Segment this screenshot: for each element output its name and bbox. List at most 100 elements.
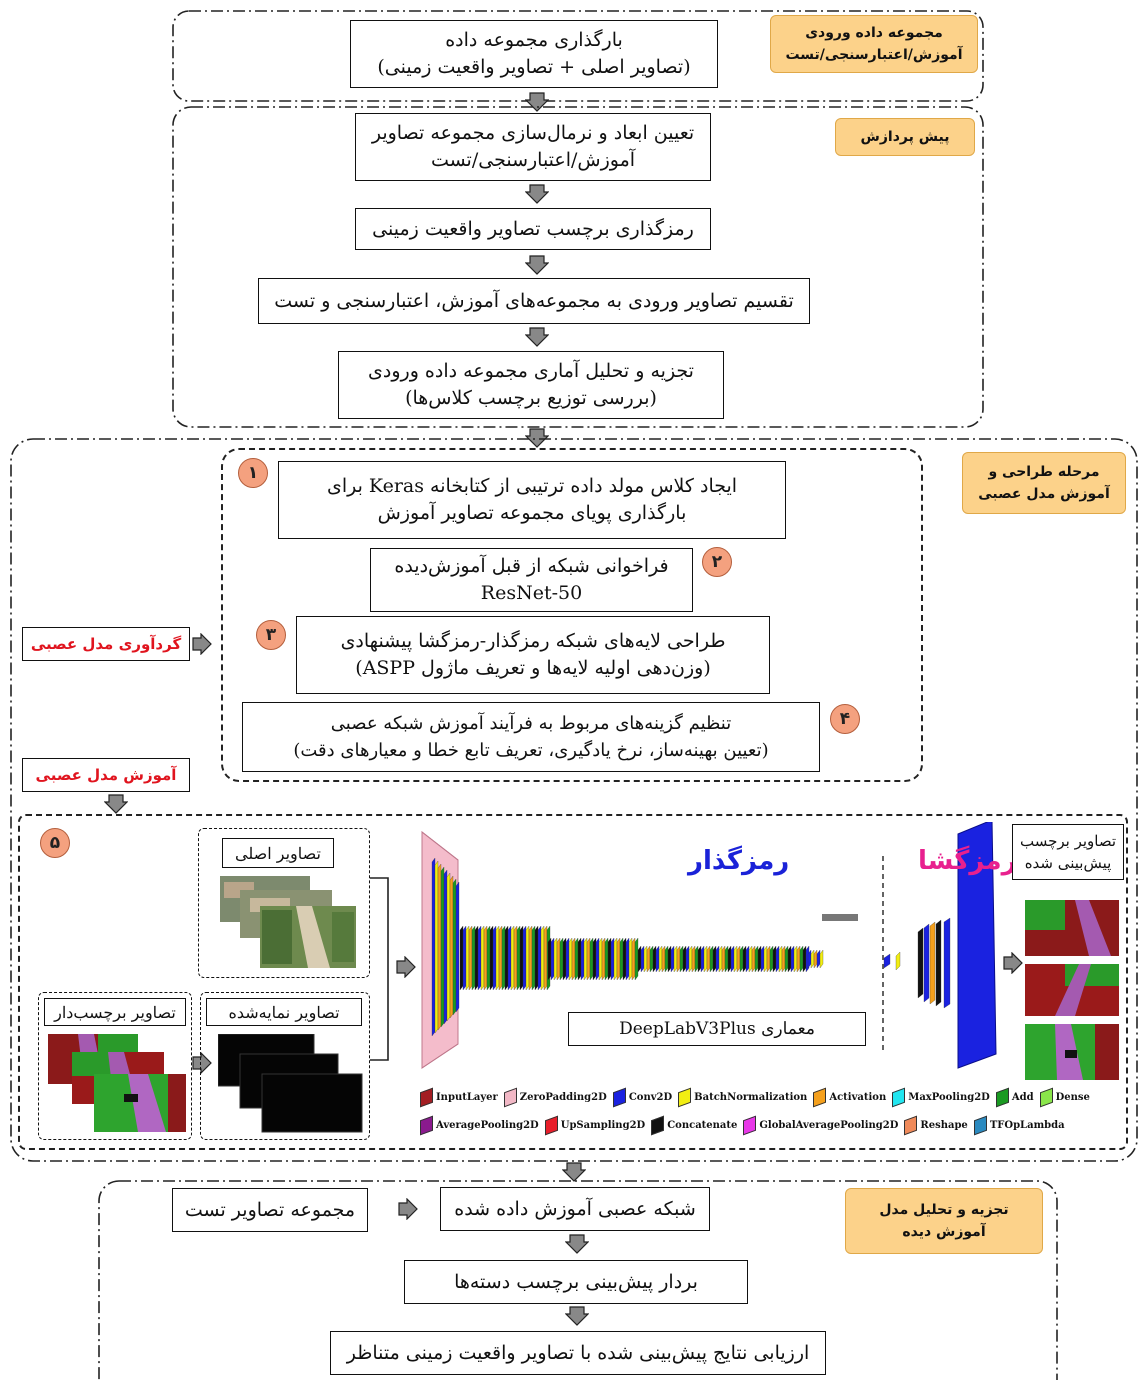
layer-slab	[459, 925, 464, 991]
layer-slab	[553, 937, 558, 981]
layer-slab	[757, 945, 762, 973]
flow-arrow-icon	[565, 1306, 589, 1326]
layer-slab	[712, 945, 717, 973]
layer-slab	[802, 945, 807, 973]
layer-slab	[784, 945, 789, 973]
layer-slab	[568, 937, 573, 981]
flow-arrow-icon	[525, 428, 549, 448]
predicted-mask-stack	[1025, 900, 1119, 1080]
layer-slab	[619, 937, 624, 981]
layer-slab	[923, 923, 930, 1003]
layer-slab	[664, 945, 669, 973]
layer-slab	[775, 945, 780, 973]
indexed-images-label: تصاویر نمایه‌شده	[206, 998, 362, 1026]
layer-slab	[739, 945, 744, 973]
layer-slab	[528, 925, 533, 991]
flow-arrow-icon	[525, 92, 549, 112]
layer-slab	[685, 945, 690, 973]
layer-slab	[658, 945, 663, 973]
layer-slab	[507, 925, 512, 991]
layer-slab	[440, 866, 445, 1028]
layer-slab	[547, 937, 552, 981]
step-5-badge: ۵	[40, 828, 70, 858]
layer-slab	[673, 945, 678, 973]
flow-arrow-icon	[525, 184, 549, 204]
layer-slab	[640, 945, 645, 973]
layer-slab	[796, 945, 801, 973]
layer-slab	[649, 945, 654, 973]
layer-slab	[595, 937, 600, 981]
layer-slab	[748, 945, 753, 973]
decoder-label: رمزگشا	[918, 846, 1017, 876]
layer-slab	[449, 875, 454, 1019]
layer-slab	[745, 945, 750, 973]
layer-slab	[559, 937, 564, 981]
layer-slab	[510, 925, 515, 991]
layer-slab	[799, 945, 804, 973]
layer-slab	[622, 937, 627, 981]
flow-arrow-icon	[525, 327, 549, 347]
deeplab-network-diagram	[421, 822, 997, 1069]
preprocess-step-4: تجزیه و تحلیل آماری مجموعه داده ورودی(بر…	[338, 351, 724, 419]
layer-slab	[610, 937, 615, 981]
layer-slab	[661, 945, 666, 973]
original-images-panel	[198, 828, 370, 978]
layer-slab	[601, 937, 606, 981]
flow-arrow-icon	[562, 1162, 586, 1182]
layer-slab	[613, 937, 618, 981]
layer-slab	[525, 925, 530, 991]
layer-slab	[492, 925, 497, 991]
layer-slab	[703, 945, 708, 973]
layer-slab	[465, 925, 470, 991]
layer-slab	[580, 937, 585, 981]
layer-slab	[813, 949, 818, 969]
layer-slab	[471, 925, 476, 991]
layer-slab	[646, 945, 651, 973]
layer-slab	[819, 949, 824, 969]
layer-slab	[688, 945, 693, 973]
layer-slab	[452, 878, 457, 1016]
layer-slab	[434, 860, 439, 1034]
layer-slab	[667, 945, 672, 973]
encoder-label: رمزگذار	[688, 846, 790, 876]
layer-slab	[607, 937, 612, 981]
layer-slab	[592, 937, 597, 981]
layer-slab	[790, 945, 795, 973]
layer-slab	[446, 872, 451, 1022]
model-assembly-group	[221, 448, 923, 782]
layer-slab	[516, 925, 521, 991]
layer-slab	[935, 919, 942, 1007]
layer-slab	[586, 937, 591, 981]
trained-network-box: شبکه عصبی آموزش داده شده	[440, 1187, 710, 1231]
step-2-badge: ۲	[702, 547, 732, 577]
layer-slab	[718, 945, 723, 973]
layer-slab	[550, 937, 555, 981]
layer-slab	[766, 945, 771, 973]
labeled-images-panel	[38, 992, 192, 1140]
preprocess-step-3: تقسیم تصاویر ورودی به مجموعه‌های آموزش، …	[258, 278, 810, 324]
indexed-images-panel	[200, 992, 370, 1140]
layer-slab	[787, 945, 792, 973]
layer-slab	[816, 949, 821, 969]
layer-slab	[634, 937, 639, 981]
layer-slab	[778, 945, 783, 973]
layer-slab	[486, 925, 491, 991]
layer-slab	[495, 925, 500, 991]
flow-arrow-icon	[398, 1198, 418, 1220]
layer-slab	[483, 925, 488, 991]
layer-slab	[504, 925, 509, 991]
preprocess-tag: پیش پردازش	[835, 118, 975, 156]
layer-slab	[781, 945, 786, 973]
layer-slab	[751, 945, 756, 973]
layer-slab	[793, 945, 798, 973]
layer-slab	[543, 925, 548, 991]
test-set-box: مجموعه تصاویر تست	[172, 1188, 368, 1232]
layer-slab	[537, 925, 542, 991]
layer-slab	[583, 937, 588, 981]
flow-arrow-icon	[104, 794, 128, 814]
layer-slab	[730, 945, 735, 973]
label-mask-stack	[48, 1034, 186, 1132]
